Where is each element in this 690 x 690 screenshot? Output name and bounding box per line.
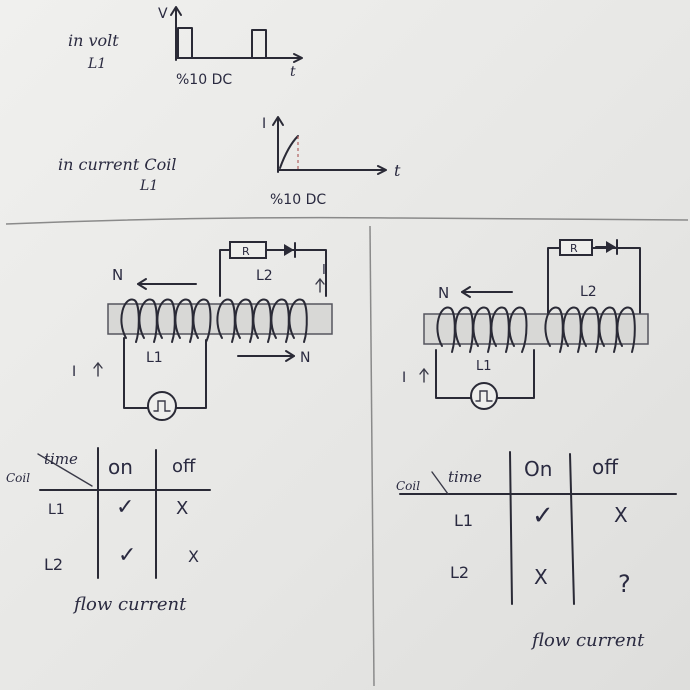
right-core bbox=[423, 313, 649, 345]
right-l2-loop-wire bbox=[547, 247, 641, 317]
right-field-left-arrowhead bbox=[461, 286, 471, 298]
right-row2-coil: L2 bbox=[450, 563, 469, 582]
right-header-time: time bbox=[448, 468, 482, 486]
right-row2-on: X bbox=[534, 565, 548, 589]
right-table-vline-1 bbox=[509, 451, 513, 605]
right-col-off: off bbox=[592, 455, 619, 479]
left-resistor bbox=[229, 241, 267, 259]
right-l1-label: L1 bbox=[476, 359, 492, 374]
right-table-diagonal bbox=[431, 471, 449, 495]
current-graph: in current Coil L1 I t %10 DC bbox=[58, 116, 401, 208]
left-current-left-label: I bbox=[72, 364, 76, 380]
volt-y-label: V bbox=[158, 6, 168, 22]
left-pulse-source bbox=[147, 391, 177, 421]
right-l2-coil bbox=[544, 306, 636, 353]
right-circuit: R L2 N L1 I bbox=[402, 239, 649, 410]
left-col-off: off bbox=[172, 456, 196, 477]
current-y-arrow bbox=[272, 116, 284, 126]
left-current-right-label: I bbox=[322, 263, 326, 278]
left-resistor-label: R bbox=[242, 245, 250, 258]
volt-label: in volt bbox=[68, 31, 119, 50]
current-coil-label: L1 bbox=[139, 178, 158, 194]
right-row2-off: ? bbox=[618, 570, 631, 598]
volt-coil-label: L1 bbox=[87, 56, 106, 72]
right-current-left-arrowhead bbox=[419, 367, 429, 375]
right-current-left-label: I bbox=[402, 370, 406, 386]
left-l2-coil bbox=[216, 298, 308, 343]
left-l1-label: L1 bbox=[146, 350, 163, 366]
volt-x-arrow bbox=[293, 53, 303, 63]
volt-pulse-train bbox=[175, 27, 267, 59]
left-truth-table: time Coil on off L1 ✓ X L2 ✓ X flow curr… bbox=[6, 447, 211, 615]
volt-x-label: t bbox=[290, 64, 296, 80]
volt-duty-label: %10 DC bbox=[176, 72, 232, 88]
left-table-diagonal bbox=[37, 453, 93, 487]
current-y-label: I bbox=[262, 116, 266, 132]
left-row1-coil: L1 bbox=[48, 502, 65, 518]
current-x-label: t bbox=[394, 161, 401, 180]
right-l1-wire-left bbox=[435, 349, 471, 399]
right-pulse-source bbox=[470, 382, 498, 410]
right-row1-off: X bbox=[614, 503, 628, 527]
current-x-arrow bbox=[377, 165, 387, 175]
left-l2-loop-wire bbox=[219, 249, 327, 297]
right-row1-on: ✓ bbox=[532, 501, 554, 531]
left-field-left-arrowhead bbox=[137, 278, 147, 290]
left-diode-icon bbox=[284, 244, 294, 256]
left-caption: flow current bbox=[72, 594, 187, 615]
left-row2-coil: L2 bbox=[44, 555, 63, 574]
left-row2-on: ✓ bbox=[118, 543, 136, 568]
left-header-time: time bbox=[44, 450, 78, 468]
right-l1-wire-right bbox=[497, 349, 535, 399]
left-row1-on: ✓ bbox=[116, 495, 134, 520]
right-row1-coil: L1 bbox=[454, 511, 473, 530]
left-header-coil: Coil bbox=[6, 471, 30, 485]
horizontal-divider bbox=[5, 216, 689, 225]
right-diode-icon bbox=[606, 241, 616, 253]
volt-y-arrow bbox=[170, 6, 182, 16]
left-row2-off: X bbox=[188, 547, 199, 566]
right-pole-left-label: N bbox=[438, 284, 449, 302]
left-l2-label: L2 bbox=[256, 268, 273, 284]
right-caption: flow current bbox=[530, 630, 645, 651]
left-row1-off: X bbox=[176, 498, 188, 519]
left-l1-wire-left bbox=[123, 337, 149, 409]
vertical-divider bbox=[369, 225, 375, 687]
right-resistor-label: R bbox=[570, 242, 578, 255]
right-pulse-icon bbox=[475, 390, 493, 402]
right-resistor bbox=[559, 239, 593, 256]
left-pole-right-label: N bbox=[300, 350, 310, 366]
left-circuit: R L2 I N N L1 bbox=[72, 241, 333, 421]
right-truth-table: Coil time On off L1 ✓ X L2 X ? flow curr… bbox=[396, 451, 677, 651]
current-ramp bbox=[279, 135, 299, 169]
current-duty-label: %10 DC bbox=[270, 192, 326, 208]
right-col-on: On bbox=[524, 457, 552, 481]
right-l1-coil bbox=[436, 306, 528, 353]
left-current-left-arrowhead bbox=[93, 361, 103, 369]
left-l1-wire-right bbox=[175, 339, 207, 409]
left-l1-coil bbox=[120, 298, 212, 343]
left-current-right-arrowhead bbox=[315, 277, 325, 285]
left-col-on: on bbox=[108, 455, 133, 479]
left-field-right-arrowhead bbox=[285, 350, 295, 362]
right-l2-label: L2 bbox=[580, 284, 597, 300]
left-pole-left-label: N bbox=[112, 266, 123, 284]
left-pulse-icon bbox=[153, 400, 171, 412]
voltage-graph: in volt L1 V t %10 DC bbox=[68, 6, 303, 88]
current-label: in current Coil bbox=[58, 155, 176, 174]
right-table-vline-2 bbox=[569, 453, 575, 605]
right-header-coil: Coil bbox=[396, 479, 420, 493]
